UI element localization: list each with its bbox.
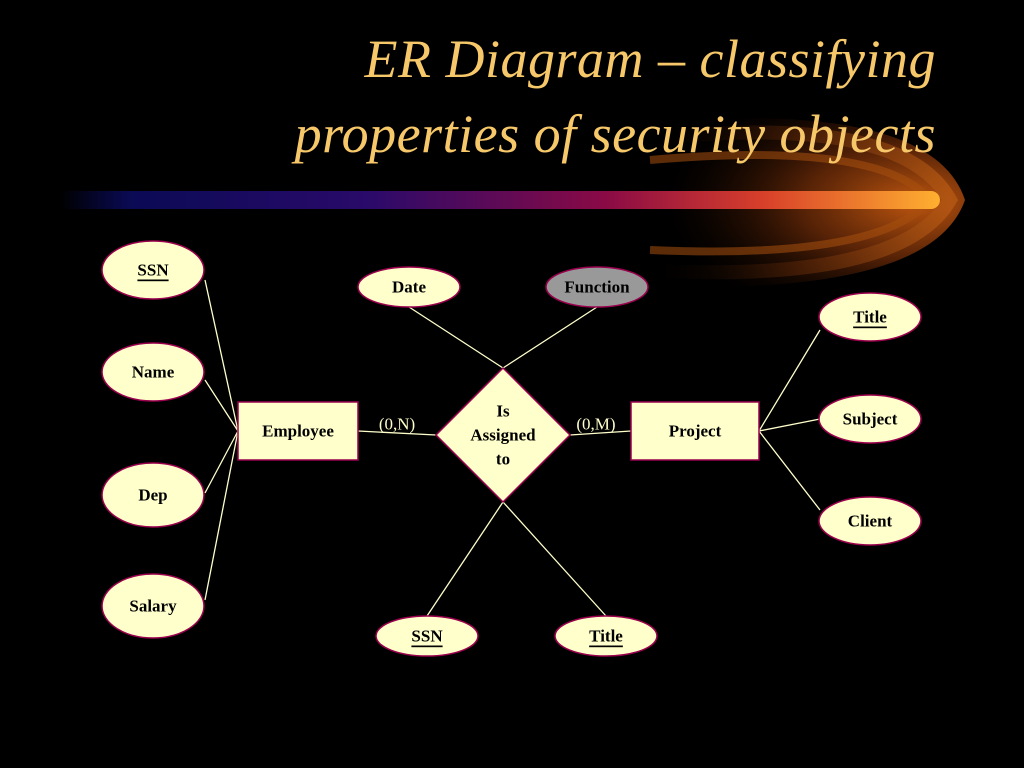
attribute-ellipse <box>101 462 205 528</box>
attribute-employee-name[interactable]: Name <box>101 342 205 402</box>
entity-employee[interactable]: Employee <box>237 401 359 461</box>
attribute-ellipse <box>357 266 461 308</box>
attribute-label: Client <box>848 512 893 531</box>
attribute-rel-date[interactable]: Date <box>357 266 461 308</box>
entity-label: Employee <box>262 422 334 441</box>
cardinality-card-employee: (0,N) <box>379 415 415 434</box>
attribute-ellipse <box>101 342 205 402</box>
relationship-label-line: to <box>496 450 510 469</box>
attribute-label: Subject <box>843 410 898 429</box>
connector-line <box>204 430 239 494</box>
relationship-label-line: Assigned <box>470 426 536 445</box>
attribute-ellipse <box>101 573 205 639</box>
attribute-rel-ssn[interactable]: SSN <box>375 615 479 657</box>
attribute-project-title[interactable]: Title <box>818 292 922 342</box>
attribute-label: Title <box>853 308 887 327</box>
connector-line <box>569 430 632 436</box>
connector-line <box>408 306 504 369</box>
entity-label: Project <box>669 422 722 441</box>
attribute-label: Function <box>564 278 630 297</box>
attribute-ellipse <box>818 292 922 342</box>
connectors <box>204 279 821 617</box>
attribute-project-subject[interactable]: Subject <box>818 394 922 444</box>
slide-title-line-1: ER Diagram – classifying <box>364 29 936 89</box>
attribute-rel-title[interactable]: Title <box>554 615 658 657</box>
entity-box <box>237 401 359 461</box>
attribute-ellipse <box>818 496 922 546</box>
attribute-ellipse <box>375 615 479 657</box>
connector-line <box>426 501 504 617</box>
attribute-ellipse <box>545 266 649 308</box>
attribute-ellipse <box>818 394 922 444</box>
attribute-label: SSN <box>411 627 443 646</box>
connector-line <box>357 430 437 436</box>
connector-line <box>204 430 239 601</box>
attribute-label: Salary <box>129 597 177 616</box>
entity-box <box>630 401 760 461</box>
attribute-ellipse <box>101 240 205 300</box>
attribute-ellipse <box>554 615 658 657</box>
connector-line <box>502 306 598 369</box>
attribute-label: Date <box>392 278 426 297</box>
attribute-rel-function[interactable]: Function <box>545 266 649 308</box>
cardinality-card-project: (0,M) <box>576 415 615 434</box>
entity-project[interactable]: Project <box>630 401 760 461</box>
attribute-employee-dep[interactable]: Dep <box>101 462 205 528</box>
attribute-employee-ssn[interactable]: SSN <box>101 240 205 300</box>
connector-line <box>758 329 821 432</box>
connector-line <box>758 430 821 511</box>
decorative-swoosh <box>60 118 965 287</box>
attribute-project-client[interactable]: Client <box>818 496 922 546</box>
attribute-label: SSN <box>137 261 169 280</box>
connector-line <box>758 418 821 432</box>
connector-line <box>502 501 607 617</box>
attribute-label: Title <box>589 627 623 646</box>
attribute-label: Dep <box>138 486 167 505</box>
slide-title-line-2: properties of security objects <box>294 104 936 164</box>
attribute-employee-salary[interactable]: Salary <box>101 573 205 639</box>
relationship-label-line: Is <box>496 402 510 421</box>
connector-line <box>204 279 239 432</box>
relationship-diamond <box>434 366 572 504</box>
attribute-label: Name <box>132 363 175 382</box>
connector-line <box>204 379 239 432</box>
